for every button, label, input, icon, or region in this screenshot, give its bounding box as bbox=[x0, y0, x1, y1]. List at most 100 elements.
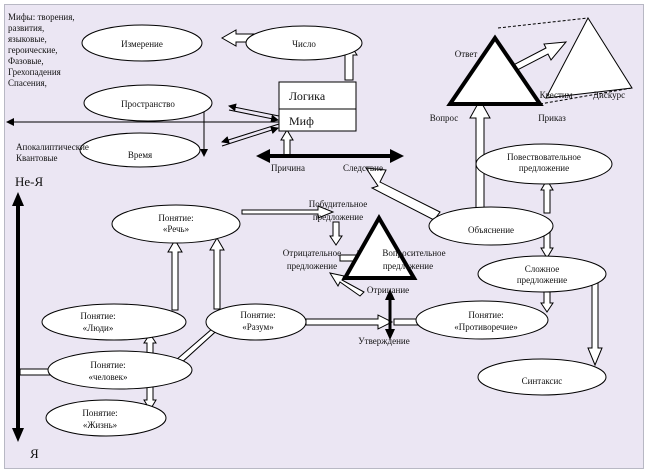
label-life-2: «Жизнь» bbox=[83, 420, 117, 430]
arrow-reason-to-speech bbox=[209, 237, 225, 310]
label-question: Вопрос bbox=[430, 113, 459, 123]
arrow-explanation-to-consequence bbox=[364, 167, 441, 221]
label-people-1: Понятие: bbox=[80, 311, 115, 321]
label-contradiction-2: «Противоречие» bbox=[454, 322, 517, 332]
arrow-speech-to-incentive bbox=[241, 205, 335, 219]
myths-line-4: героические, bbox=[8, 45, 58, 55]
arrow-time-to-myth bbox=[221, 126, 279, 147]
arrow-cause-head bbox=[256, 149, 270, 163]
arrow-space-to-myth bbox=[228, 109, 279, 123]
label-interrogative-2: предложение bbox=[383, 261, 433, 271]
label-people-2: «Люди» bbox=[83, 323, 114, 333]
label-answer: Ответ bbox=[455, 49, 478, 59]
arrow-complex-to-syntax bbox=[587, 277, 603, 367]
label-logic: Логика bbox=[289, 89, 326, 103]
myth-box bbox=[278, 108, 357, 132]
label-ne-ya: Не-Я bbox=[15, 174, 43, 189]
arrow-negation-head bbox=[385, 289, 395, 300]
myths-line-1: Мифы: творения, bbox=[8, 12, 75, 22]
label-order: Приказ bbox=[538, 113, 566, 123]
label-time: Время bbox=[128, 150, 152, 160]
myths-line-5: Фазовые, bbox=[8, 56, 44, 66]
line-arrows bbox=[6, 17, 633, 157]
arrow-narrative-to-explanation bbox=[540, 179, 554, 214]
triangle-base-guide bbox=[539, 87, 633, 105]
node-contradiction bbox=[415, 300, 549, 340]
label-reason-2: «Разум» bbox=[242, 322, 273, 332]
label-human-1: Понятие: bbox=[90, 360, 125, 370]
label-number: Число bbox=[292, 39, 316, 49]
myths-line-7: Спасения, bbox=[8, 78, 47, 88]
node-time bbox=[79, 132, 201, 168]
node-number bbox=[245, 25, 363, 61]
node-syntax bbox=[477, 358, 607, 396]
thick-arrows bbox=[12, 149, 404, 442]
label-myth: Миф bbox=[289, 114, 314, 128]
node-space bbox=[83, 84, 213, 122]
axis-bottom-head bbox=[12, 428, 24, 442]
node-narrative bbox=[475, 143, 613, 185]
label-speech-2: «Речь» bbox=[163, 224, 189, 234]
label-negation: Отрицание bbox=[367, 285, 409, 295]
myths-list: Мифы: творения, развития, языковые, геро… bbox=[8, 12, 75, 88]
label-quest: Квестим bbox=[540, 90, 573, 100]
label-narrative-1: Повествовательное bbox=[507, 152, 581, 162]
node-measurement bbox=[81, 24, 203, 62]
label-human-2: «человек» bbox=[88, 372, 127, 382]
label-contradiction-1: Понятие: bbox=[468, 310, 503, 320]
node-explanation bbox=[428, 206, 554, 246]
arrow-explanation-to-question bbox=[469, 98, 491, 211]
arrow-negation-to-negative bbox=[328, 272, 365, 297]
arrow-consequence-head bbox=[390, 149, 404, 163]
label-complex-1: Сложное bbox=[525, 264, 559, 274]
apocalyptic-label: Апокалиптические Квантовые bbox=[16, 142, 89, 163]
triangle-quest-discourse bbox=[545, 16, 633, 99]
frame-border bbox=[4, 4, 644, 469]
triangle-sentences bbox=[341, 213, 418, 280]
label-affirmation: Утверждение bbox=[358, 336, 409, 346]
label-measurement: Измерение bbox=[121, 39, 163, 49]
label-syntax: Синтаксис bbox=[522, 376, 563, 386]
arrow-incentive-to-negative bbox=[329, 221, 343, 246]
triangle-answer-question-order bbox=[446, 34, 544, 106]
arrow-reason-to-contradiction bbox=[305, 314, 394, 330]
axis-labels: Не-Я Я bbox=[15, 174, 43, 461]
node-labels: Измерение Число Пространство Время Причи… bbox=[80, 39, 625, 430]
ellipses bbox=[41, 24, 613, 437]
label-ya: Я bbox=[30, 446, 39, 461]
node-complex bbox=[477, 255, 607, 293]
apocalyptic-line-1: Апокалиптические bbox=[16, 142, 89, 152]
myths-line-6: Грехопадения bbox=[8, 67, 61, 77]
logic-myth-box bbox=[278, 81, 357, 132]
label-consequence: Следствие bbox=[343, 163, 383, 173]
label-space: Пространство bbox=[121, 99, 175, 109]
label-reason-1: Понятие: bbox=[240, 310, 275, 320]
node-human bbox=[47, 350, 193, 390]
apocalyptic-line-2: Квантовые bbox=[16, 153, 58, 163]
myths-line-2: развития, bbox=[8, 23, 44, 33]
label-cause: Причина bbox=[271, 163, 305, 173]
label-incentive-2: предложение bbox=[313, 212, 363, 222]
arrow-affirmation-head bbox=[385, 329, 395, 340]
label-discourse: Дискурс bbox=[593, 90, 625, 100]
arrow-myth-to-space bbox=[228, 103, 280, 117]
axis-top-head bbox=[12, 192, 24, 206]
label-explanation: Объяснение bbox=[468, 225, 514, 235]
node-speech bbox=[111, 204, 241, 244]
label-life-1: Понятие: bbox=[82, 408, 117, 418]
triangles bbox=[341, 16, 633, 280]
arrow-explanation-to-complex bbox=[540, 231, 554, 259]
node-reason bbox=[205, 303, 307, 341]
node-life bbox=[45, 399, 167, 437]
arrow-human-to-life bbox=[143, 384, 157, 411]
arrow-people-to-speech bbox=[167, 239, 183, 311]
myths-line-3: языковые, bbox=[8, 34, 47, 44]
label-negative-1: Отрицательное bbox=[283, 248, 341, 258]
triangle-side-guide bbox=[497, 17, 589, 29]
label-interrogative-1: Вопросительное bbox=[382, 248, 445, 258]
arrow-myth-to-time bbox=[221, 123, 280, 144]
node-people bbox=[41, 303, 187, 341]
box-labels: Логика Миф bbox=[289, 89, 326, 128]
